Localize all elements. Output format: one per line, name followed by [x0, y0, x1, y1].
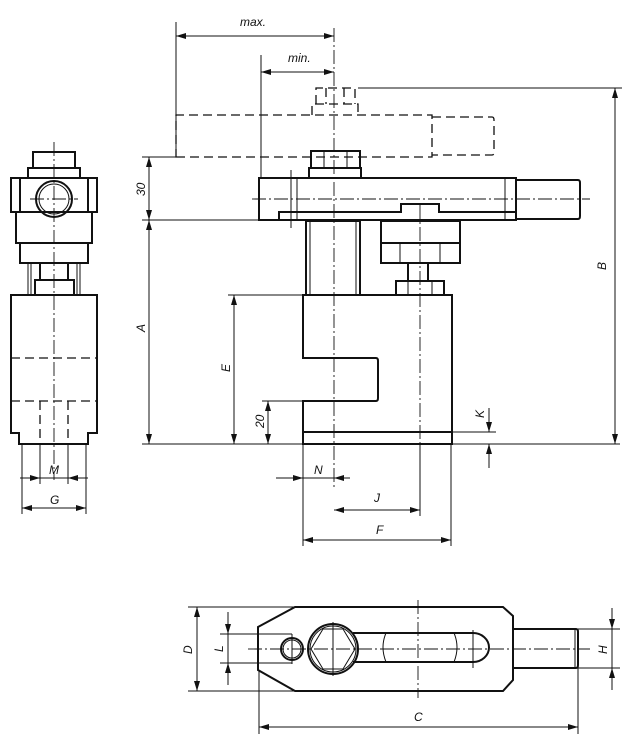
dim-label-n: N: [314, 463, 323, 477]
dim-label-k: K: [473, 409, 487, 418]
dim-label-l: L: [212, 645, 226, 652]
side-view: M G: [10, 142, 98, 514]
dim-label-d: D: [181, 645, 195, 654]
dim-label-j: J: [373, 491, 381, 505]
top-view: D L H C: [181, 600, 620, 734]
dim-label-g: G: [50, 493, 59, 507]
dim-label-c: C: [414, 710, 423, 724]
base-body: [302, 294, 453, 445]
dim-label-min: min.: [288, 51, 311, 65]
dim-label-m: M: [49, 463, 59, 477]
dim-label-a: A: [134, 324, 148, 333]
front-view: max. min. 30 A: [134, 15, 622, 546]
dim-label-e: E: [219, 363, 233, 372]
dim-label-h: H: [596, 645, 610, 654]
dim-label-20: 20: [253, 414, 267, 429]
dim-label-max: max.: [240, 15, 266, 29]
dim-label-b: B: [595, 262, 609, 270]
clamp-plan: [257, 606, 514, 692]
side-body: [10, 294, 98, 445]
dim-label-f: F: [376, 523, 384, 537]
dim-label-30: 30: [134, 182, 148, 196]
